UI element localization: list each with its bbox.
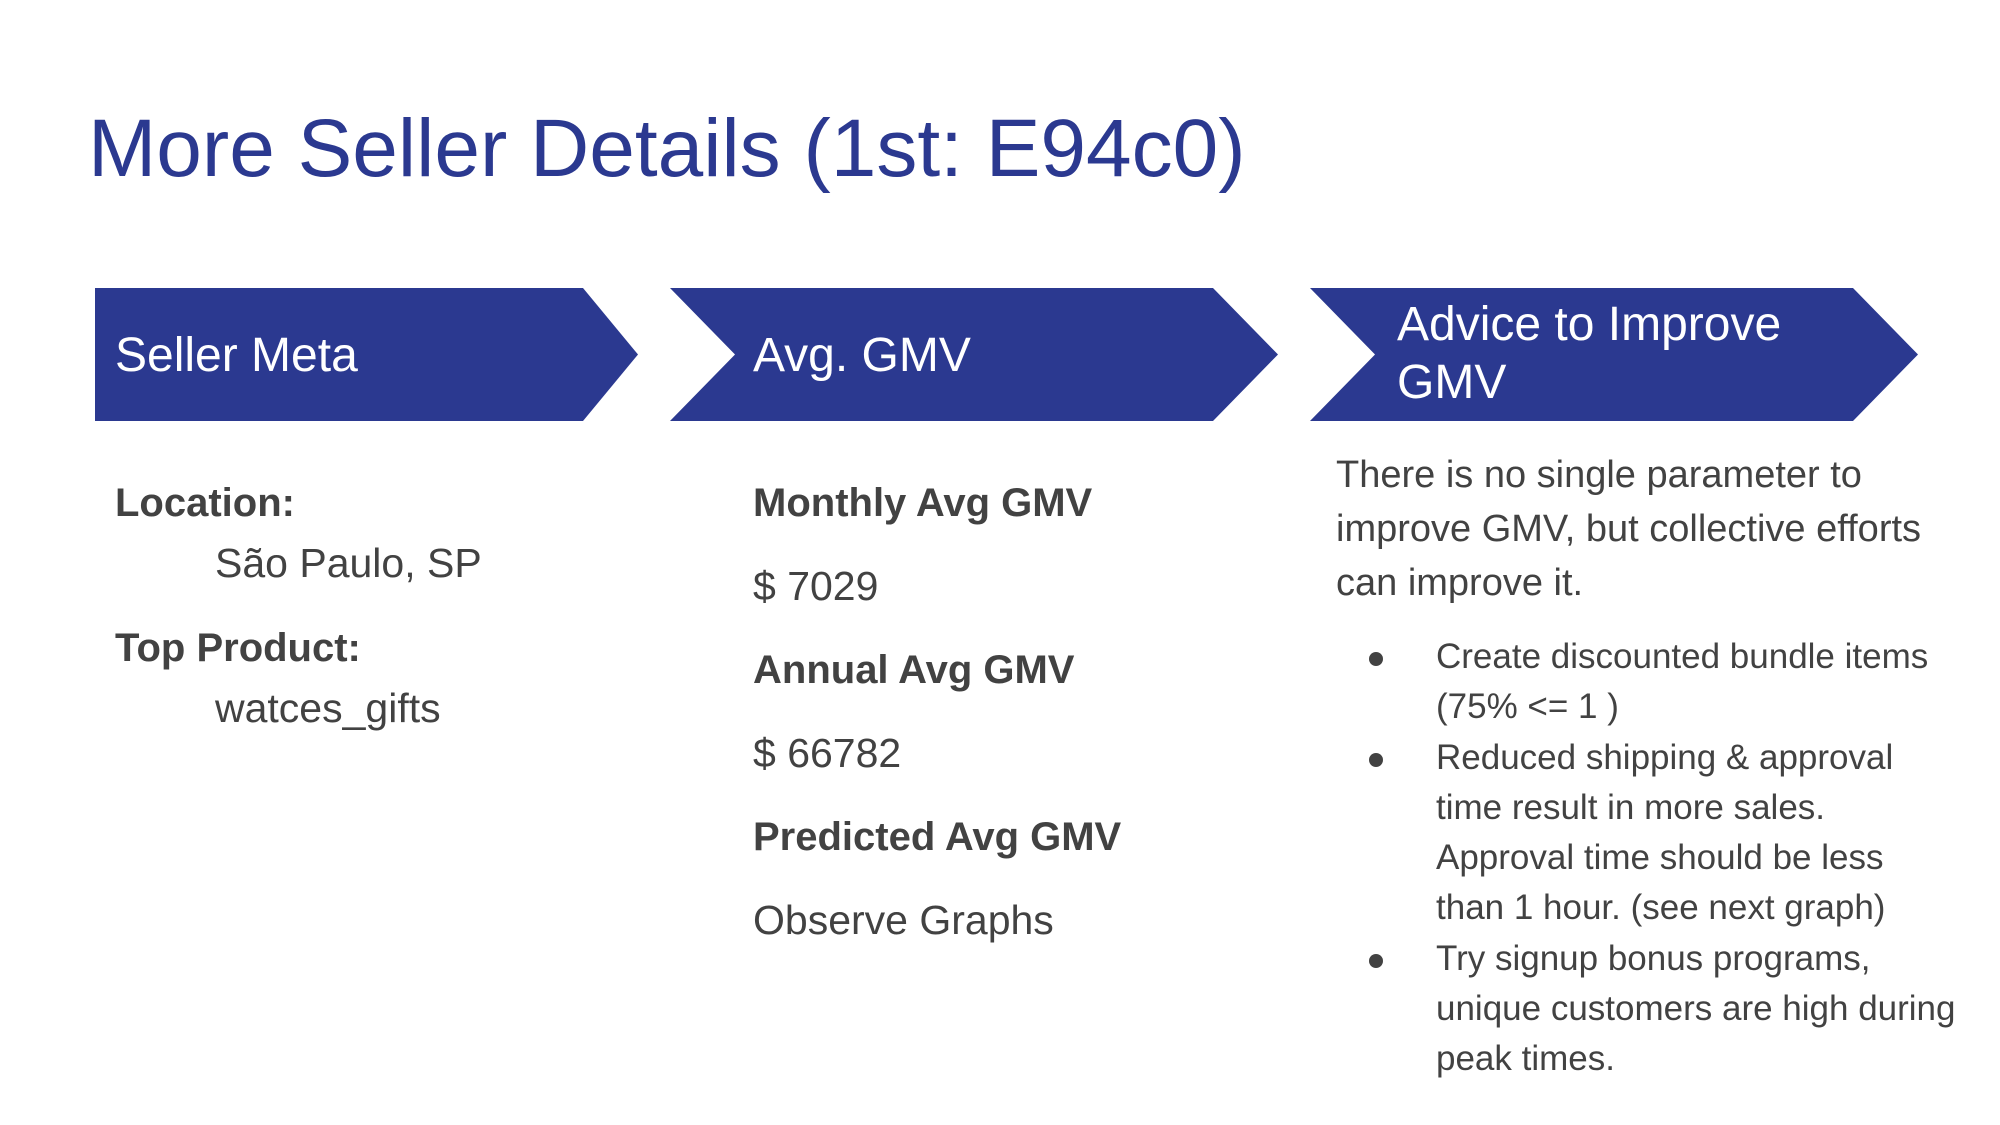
- location-label: Location:: [115, 481, 295, 525]
- chevron-avg-gmv: [670, 288, 1278, 421]
- chevron-advice: [1310, 288, 1918, 421]
- top-product-label: Top Product:: [115, 626, 361, 670]
- predicted-avg-gmv-label: Predicted Avg GMV: [753, 815, 1122, 859]
- advice-intro: There is no single parameter to improve …: [1336, 454, 1922, 604]
- chevron-label-seller-meta: Seller Meta: [115, 329, 358, 382]
- bullet-icon: [1369, 753, 1383, 767]
- list-item: Try signup bonus programs, unique custom…: [1360, 934, 1960, 1084]
- list-item: Create discounted bundle items (75% <= 1…: [1360, 632, 1960, 732]
- location-value: São Paulo, SP: [215, 540, 482, 586]
- annual-avg-gmv-value: $ 66782: [753, 730, 902, 776]
- list-item: Reduced shipping & approval time result …: [1360, 733, 1960, 933]
- bullet-icon: [1369, 954, 1383, 968]
- predicted-avg-gmv-value: Observe Graphs: [753, 897, 1054, 943]
- advice-item-text: Try signup bonus programs, unique custom…: [1436, 939, 1956, 1078]
- advice-list: Create discounted bundle items (75% <= 1…: [1360, 632, 1960, 1085]
- monthly-avg-gmv-label: Monthly Avg GMV: [753, 481, 1093, 525]
- bullet-icon: [1369, 652, 1383, 666]
- advice-item-text: Reduced shipping & approval time result …: [1436, 738, 1894, 927]
- advice-item-text: Create discounted bundle items (75% <= 1…: [1436, 637, 1929, 726]
- chevron-label-advice: Advice to Improve GMV: [1397, 298, 1782, 409]
- slide-title: More Seller Details (1st: E94c0): [88, 103, 1246, 194]
- annual-avg-gmv-label: Annual Avg GMV: [753, 648, 1075, 692]
- monthly-avg-gmv-value: $ 7029: [753, 563, 879, 609]
- chevron-seller-meta: [95, 288, 638, 421]
- chevron-label-avg-gmv: Avg. GMV: [753, 329, 971, 382]
- top-product-value: watces_gifts: [215, 685, 441, 731]
